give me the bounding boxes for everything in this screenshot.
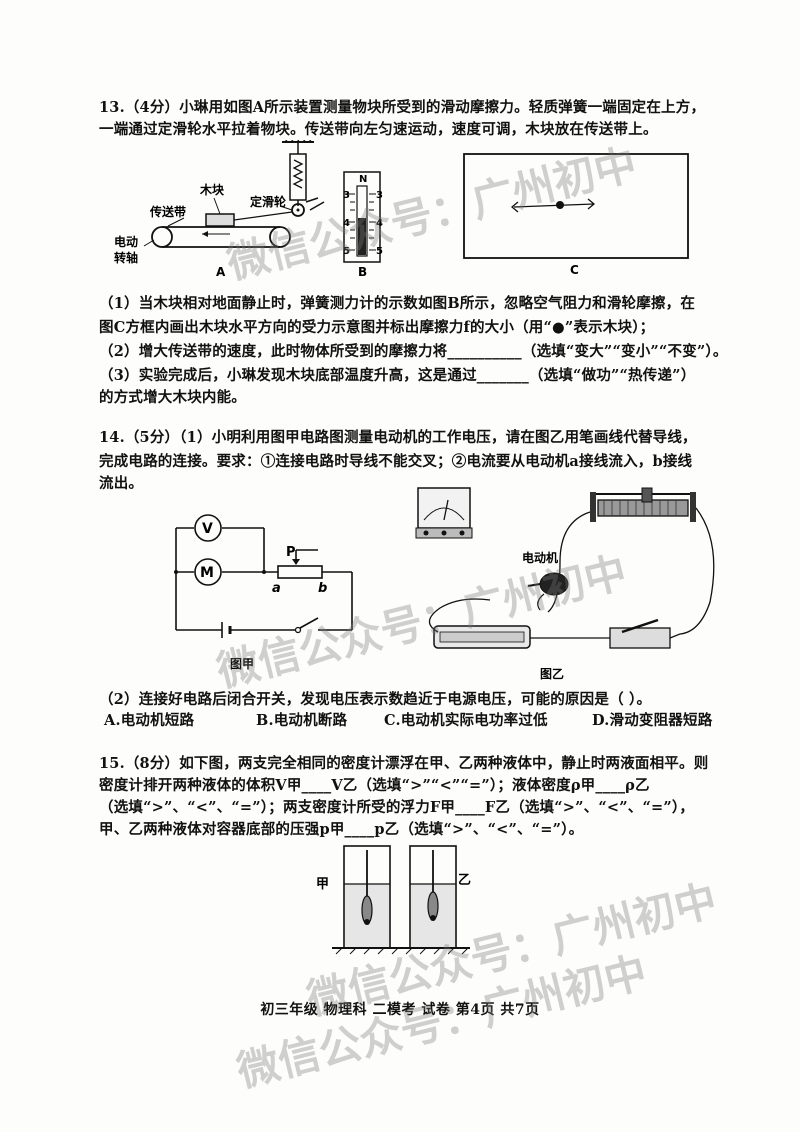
label-motor-1: 电动 [114,234,138,249]
q13-line-3: （1）当木块相对地面静止时，弹簧测力计的示数如图B所示，忽略空气阻力和滑轮摩擦，… [99,295,696,312]
q14-option-d: D.滑动变阻器短路 [592,712,713,729]
tick-right-3: 3 [376,190,383,201]
q14-option-a: A.电动机短路 [104,712,195,729]
q14-figure-jia: V M P a b 图甲 [174,514,353,671]
motor-device-label: 电动机 [522,550,558,565]
q13-line-6: （3）实验完成后，小琳发现木块底部温度升高，这是通过_______（选填“做功”… [99,367,696,384]
figure-c-label: C [570,263,579,277]
q13-line-5: （2）增大传送带的速度，此时物体所受到的摩擦力将__________（选填“变大… [99,343,728,360]
label-motor-2: 转轴 [114,250,138,265]
voltmeter-label: V [202,521,213,537]
q15-line-1: 15.（8分）如下图，两支完全相同的密度计漂浮在甲、乙两种液体中，静止时两液面相… [99,755,709,772]
q14-line-3: 流出。 [99,475,144,492]
q13-line-4: 图C方框内画出木块水平方向的受力示意图并标出摩擦力f的大小（用“●”表示木块）； [99,319,655,336]
terminal-b-label: b [318,581,327,596]
q15-figure: 甲 乙 [316,845,471,955]
label-block: 木块 [199,182,225,197]
q13-figure-c: C [463,153,689,277]
q13-line-7: 的方式增大木块内能。 [99,389,246,406]
q15-line-2: 密度计排开两种液体的体积V甲____V乙（选填“>”“<”“=”）；液体密度ρ甲… [99,777,650,794]
motor-label: M [200,565,214,581]
q13-figure-b: N 3 4 5 3 4 5 B [343,171,383,279]
slider-p-label: P [286,545,296,560]
q13-line-1: 13.（4分）小琳用如图A所示装置测量物块所受到的滑动摩擦力。轻质弹簧一端固定在… [99,99,706,116]
figure-a-label: A [216,265,226,279]
q14-figure-yi: 电动机 图乙 [415,487,715,681]
q14-part2: （2）连接好电路后闭合开关，发现电压表示数趋近于电源电压，可能的原因是（ ）。 [99,691,652,708]
q15-line-4: 甲、乙两种液体对容器底部的压强p甲____p乙（选填“>”、“<”、“=”）。 [99,821,584,838]
tick-left-4: 4 [343,218,350,229]
figure-yi-caption: 图乙 [540,667,564,681]
q14-option-c: C.电动机实际电功率过低 [384,712,548,729]
q14-line-2: 完成电路的连接。要求：①连接电路时导线不能交叉；②电流要从电动机a接线流入，b接… [99,453,693,470]
q15-line-3: （选填“>”、“<”、“=”）；两支密度计所受的浮力F甲____F乙（选填“>”… [99,799,695,816]
q13-figure-a: 传送带 木块 定滑轮 电动 转轴 A [114,140,325,279]
page-footer: 初三年级 物理科 二模考 试卷 第4页 共7页 [260,1002,540,1018]
tick-left-3: 3 [343,190,350,201]
label-jia: 甲 [316,877,329,892]
q14-line-1: 14.（5分）（1）小明利用图甲电路图测量电动机的工作电压，请在图乙用笔画线代替… [99,429,697,446]
q14-option-b: B.电动机断路 [256,712,348,729]
block-dot [556,201,564,209]
q13-line-2: 一端通过定滑轮水平拉着物块。传送带向左匀速运动，速度可调，木块放在传送带上。 [99,121,658,138]
tick-right-5: 5 [376,246,383,257]
label-pulley: 定滑轮 [250,194,287,209]
figure-b-label: B [358,265,367,279]
label-conveyor: 传送带 [149,204,186,219]
tick-right-4: 4 [376,218,383,229]
figure-jia-caption: 图甲 [230,657,254,671]
label-yi: 乙 [458,873,471,888]
scale-unit: N [359,174,367,185]
tick-left-5: 5 [343,246,350,257]
terminal-a-label: a [272,581,281,596]
